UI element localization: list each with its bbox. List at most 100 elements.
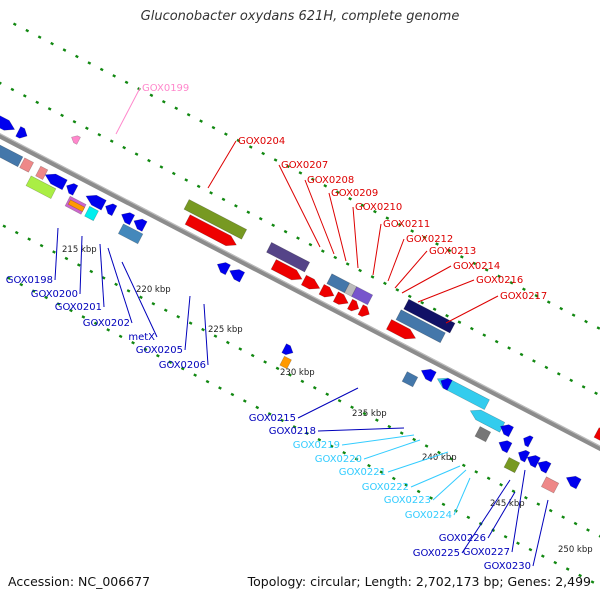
rna-gene-label: GOX0221 <box>339 451 449 478</box>
forward-gene-label: GOX0216 <box>417 275 523 303</box>
map-title: Gluconobacter oxydans 621H, complete gen… <box>140 9 460 24</box>
scale-dot <box>147 158 151 163</box>
leader-line <box>487 491 516 539</box>
gene-arrow-forward <box>385 319 417 340</box>
tick-label: 250 kbp <box>558 545 593 555</box>
scale-dot <box>31 289 36 293</box>
gene-arrow-forward <box>15 126 28 139</box>
feature-label: GOX0215 <box>249 413 296 424</box>
forward-gene-label: GOX0214 <box>401 261 500 294</box>
scale-dot <box>171 171 176 176</box>
gene-arrow-forward <box>357 304 370 317</box>
scale-dot <box>236 138 241 143</box>
scale-dot <box>511 489 516 493</box>
feature-label: GOX0226 <box>439 533 486 544</box>
scale-dot <box>283 229 288 234</box>
scale-dot <box>89 269 94 274</box>
scale-dot <box>584 319 588 324</box>
scale-dot <box>337 398 342 403</box>
scale-dot <box>457 320 462 324</box>
leader-line <box>341 434 415 446</box>
scale-dot <box>594 391 598 396</box>
scale-dot <box>124 80 129 85</box>
scale-dot <box>522 287 526 292</box>
scale-dot <box>420 301 425 305</box>
feature-label: GOX0200 <box>31 289 78 300</box>
scale-dot <box>385 216 390 220</box>
feature-label: GOX0214 <box>453 261 500 272</box>
scale-dot <box>186 112 191 117</box>
feature-label: GOX0216 <box>476 275 523 286</box>
tick-label: 240 kbp <box>422 453 457 463</box>
scale-dot <box>122 145 127 150</box>
gene-arrow-reverse <box>436 377 490 411</box>
scale-dot <box>286 164 290 169</box>
scale-dot <box>180 366 185 371</box>
scale-dot <box>258 216 263 221</box>
scale-dot <box>581 385 586 389</box>
reverse-gene-label: metX <box>121 261 158 343</box>
gene-block-reverse <box>67 199 86 213</box>
scale-dot <box>211 125 216 130</box>
scale-dot <box>503 534 508 539</box>
reverse-gene-label: GOX0226 <box>439 491 516 544</box>
scale-dot <box>12 22 17 26</box>
forward-gene-label: GOX0217 <box>445 291 547 324</box>
gene-block-reverse <box>540 476 560 494</box>
leader-line <box>107 247 133 324</box>
gene-arrow-reverse <box>420 368 437 383</box>
scale-dot <box>553 560 558 565</box>
leader-line <box>304 179 335 255</box>
feature-label: metX <box>128 332 155 343</box>
scale-dot <box>221 197 226 202</box>
scale-dot <box>323 184 328 188</box>
scale-dot <box>586 528 590 532</box>
scale-dot <box>131 341 135 345</box>
feature-label: GOX0224 <box>405 510 452 521</box>
leader-line <box>532 499 549 567</box>
scale-dot <box>218 386 222 390</box>
leader-line <box>203 303 209 366</box>
leader-line <box>445 295 499 324</box>
rna-gene-label: GOX0223 <box>384 469 467 506</box>
forward-gene-label: GOX0213 <box>394 246 476 289</box>
gene-arrow-reverse <box>526 455 541 469</box>
scale-dot <box>64 256 69 261</box>
reverse-gene-label: GOX0201 <box>55 243 105 313</box>
scale-dot <box>569 378 574 383</box>
scale-dot <box>205 379 210 384</box>
scale-dot <box>47 107 52 111</box>
gene-block-reverse <box>279 355 292 370</box>
scale-dot <box>422 235 427 240</box>
scale-dot <box>350 405 354 409</box>
rna-gene-label: GOX0219 <box>293 434 415 451</box>
gene-block-reverse <box>401 371 419 388</box>
scale-dot <box>109 139 114 143</box>
scale-dot <box>151 302 156 306</box>
gene-arrow-forward <box>593 427 600 441</box>
scale-dot <box>106 328 111 332</box>
scale-dot <box>528 547 533 552</box>
leader-line <box>207 140 237 189</box>
gene-arrow-forward <box>318 283 335 298</box>
scale-dot <box>375 418 379 422</box>
feature-label: GOX0212 <box>406 234 453 245</box>
scale-dot <box>39 243 44 248</box>
forward-gene-label: GOX0208 <box>304 175 354 255</box>
feature-label: GOX0222 <box>362 482 409 493</box>
forward-gene-label: GOX0204 <box>207 136 285 189</box>
accession-text: Accession: NC_006677 <box>8 574 151 589</box>
scale-dot <box>559 306 564 311</box>
scale-dot <box>474 470 479 474</box>
gene-arrow-reverse <box>565 475 582 490</box>
tick-label: 235 kbp <box>352 409 387 419</box>
scale-dot <box>275 366 280 371</box>
scale-dot <box>367 463 371 468</box>
scale-dot <box>44 295 49 300</box>
feature-label: GOX0218 <box>269 426 316 437</box>
leader-line <box>432 469 467 501</box>
gene-arrow-forward <box>270 259 303 281</box>
scale-dot <box>19 282 24 287</box>
scale-dot <box>225 340 230 345</box>
